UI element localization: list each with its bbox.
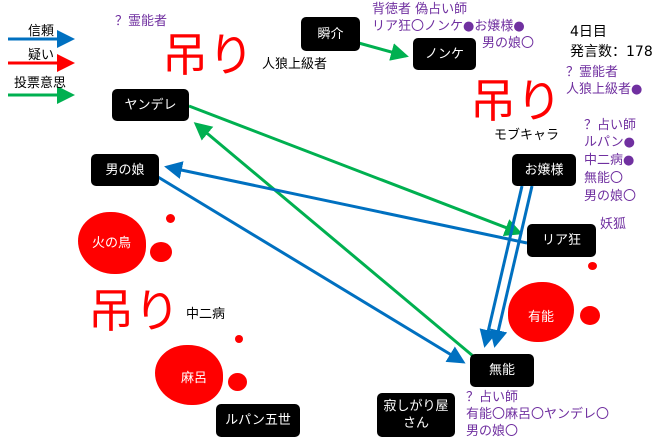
blood-drop-icon — [235, 335, 243, 343]
trust-arrow-ojou-munou-2 — [489, 185, 534, 348]
dead-mob-label: モブキャラ — [494, 128, 560, 143]
shunsuke-results-1: リア狂〇ノンケ●お嬢様● — [372, 19, 525, 34]
munou-result-2: 男の娘〇 — [466, 424, 519, 439]
hanged-mark: 吊り — [162, 28, 254, 82]
ojou-result-3: 無能〇 — [584, 171, 624, 186]
dead-jinrou-label: 人狼上級者 — [262, 57, 328, 72]
node-hinotori-label: 火の鳥 — [92, 236, 132, 251]
shunsuke-results-2: 男の娘〇 — [482, 36, 535, 51]
blood-drop-icon — [166, 214, 175, 223]
node-lupin[interactable]: ルパン五世 — [216, 404, 300, 437]
legend-trust-label: 信頼 — [28, 24, 55, 39]
munou-result-1: 有能〇麻呂〇ヤンデレ〇 — [466, 407, 610, 422]
node-sabishigari[interactable]: 寂しがり屋さん — [377, 393, 455, 437]
ojou-result-1: ルパン● — [584, 135, 635, 150]
node-maro-dead[interactable]: 麻呂 — [155, 335, 255, 410]
node-yandere[interactable]: ヤンデレ — [112, 89, 189, 121]
blood-drop-icon — [580, 306, 600, 325]
mob-result: 人狼上級者● — [566, 82, 643, 97]
trust-arrow-riakyou-otokonoko — [164, 161, 528, 245]
node-yuunou-label: 有能 — [528, 310, 555, 325]
node-otokonoko[interactable]: 男の娘 — [91, 154, 159, 186]
blood-drop-icon — [588, 262, 597, 270]
munou-role: ？占い師 — [466, 390, 519, 405]
blood-drop-icon — [228, 373, 247, 391]
hanged-mark: 吊り — [88, 284, 180, 338]
node-shunsuke[interactable]: 瞬介 — [301, 17, 360, 51]
vote-arrow-munou-yandere — [193, 122, 474, 358]
post-count: 発言数：178 — [570, 44, 653, 60]
node-yuunou-dead[interactable]: 有能 — [508, 262, 618, 342]
ojou-result-4: 男の娘〇 — [584, 189, 637, 204]
node-maro-label: 麻呂 — [181, 371, 208, 386]
hanged-mark: 吊り — [470, 74, 562, 128]
legend-doubt-label: 疑い — [28, 48, 55, 63]
mob-role: ？霊能者 — [566, 65, 619, 80]
ojou-result-2: 中二病● — [584, 153, 635, 168]
riakyou-role: 妖狐 — [600, 217, 627, 232]
blood-drop-icon — [150, 242, 172, 262]
vote-arrow-shunsuke-nonke — [354, 40, 409, 61]
node-munou[interactable]: 無能 — [470, 354, 534, 387]
day-label: 4日目 — [570, 24, 607, 40]
dead-chuuni-label: 中二病 — [186, 307, 226, 322]
shunsuke-roles: 背徳者 偽占い師 — [372, 2, 468, 17]
node-hinotori-dead[interactable]: 火の鳥 — [78, 208, 188, 278]
ojou-role: ？占い師 — [584, 118, 637, 133]
node-nonke[interactable]: ノンケ — [413, 38, 476, 70]
trust-arrow-otokonoko-munou — [157, 175, 466, 364]
blood-splatter-icon — [508, 282, 574, 342]
jinrou-role: ？霊能者 — [115, 14, 168, 29]
blood-splatter-icon — [78, 212, 146, 274]
node-riakyou[interactable]: リア狂 — [527, 224, 596, 257]
legend-vote-label: 投票意思 — [14, 76, 67, 91]
blood-splatter-icon — [155, 345, 223, 405]
node-ojousama[interactable]: お嬢様 — [512, 154, 576, 186]
trust-arrow-ojou-munou-1 — [479, 185, 524, 348]
vote-arrow-yandere-riakyou — [188, 104, 523, 237]
